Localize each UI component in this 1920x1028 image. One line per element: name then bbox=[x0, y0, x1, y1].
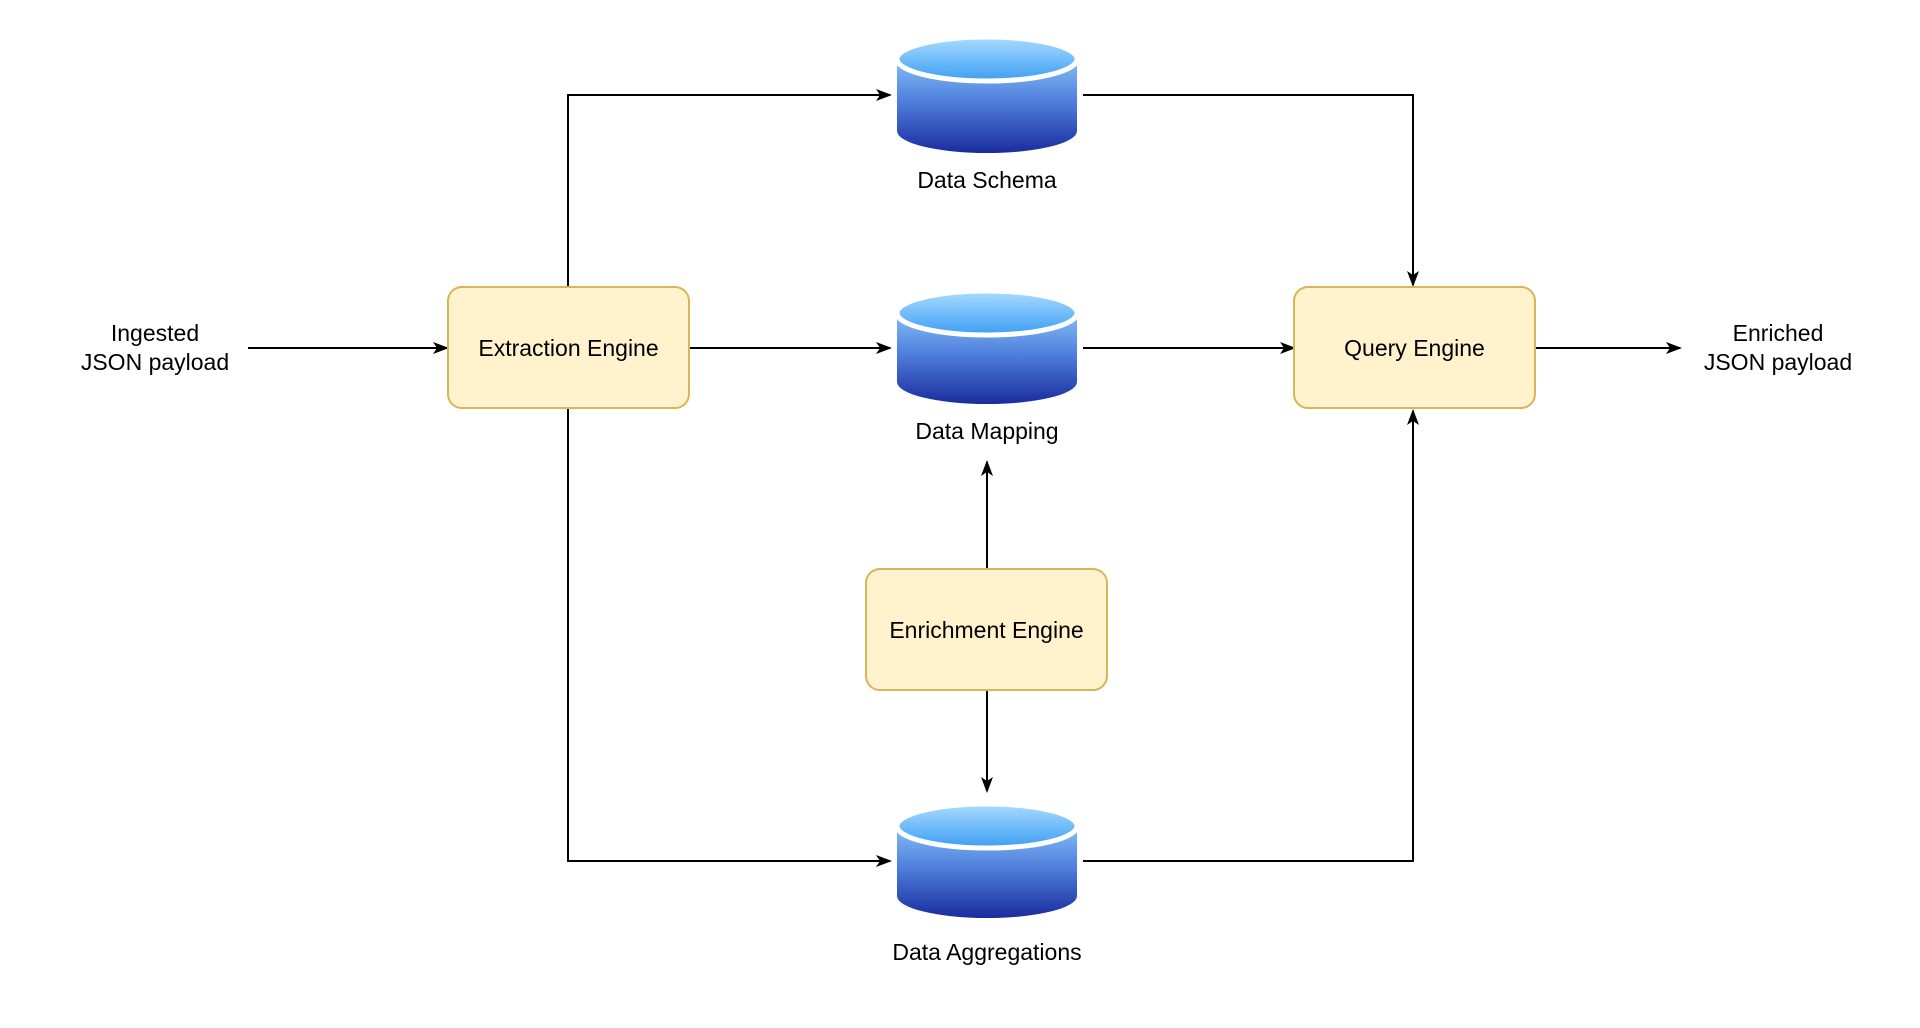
edge-extraction-to-aggregations bbox=[567, 409, 892, 867]
query-engine-node[interactable]: Query Engine bbox=[1293, 286, 1536, 409]
extraction-engine-node[interactable]: Extraction Engine bbox=[447, 286, 690, 409]
query-engine-label: Query Engine bbox=[1344, 335, 1485, 361]
database-icon bbox=[897, 59, 1077, 153]
edge-aggregations-to-query bbox=[1083, 409, 1419, 862]
data-aggregations-label: Data Aggregations bbox=[892, 939, 1081, 965]
edge-extraction-to-schema bbox=[567, 89, 892, 287]
database-top bbox=[894, 34, 1080, 84]
edges bbox=[248, 89, 1682, 867]
enrichment-engine-label: Enrichment Engine bbox=[889, 617, 1083, 643]
database-icon bbox=[897, 313, 1077, 404]
extraction-engine-label: Extraction Engine bbox=[478, 335, 658, 361]
enrichment-engine-node[interactable]: Enrichment Engine bbox=[865, 568, 1108, 691]
extraction-engine-box bbox=[447, 286, 690, 409]
data-aggregations-node[interactable]: Data Aggregations bbox=[892, 801, 1082, 965]
data-mapping-node[interactable]: Data Mapping bbox=[894, 288, 1080, 444]
ingested-payload-label: Ingested JSON payload bbox=[81, 320, 229, 375]
enrichment-engine-box bbox=[865, 568, 1108, 691]
data-mapping-label: Data Mapping bbox=[915, 418, 1058, 444]
data-schema-node[interactable]: Data Schema bbox=[894, 34, 1080, 193]
ingested-line-2: JSON payload bbox=[81, 349, 229, 375]
data-schema-label: Data Schema bbox=[917, 167, 1057, 193]
enriched-line-1: Enriched bbox=[1733, 320, 1824, 346]
database-top bbox=[894, 288, 1080, 338]
query-engine-box bbox=[1293, 286, 1536, 409]
ingested-line-1: Ingested bbox=[111, 320, 199, 346]
database-icon bbox=[897, 826, 1077, 918]
enriched-payload-label: Enriched JSON payload bbox=[1704, 320, 1852, 375]
database-top bbox=[894, 801, 1080, 851]
enriched-line-2: JSON payload bbox=[1704, 349, 1852, 375]
edge-schema-to-query bbox=[1083, 94, 1419, 287]
